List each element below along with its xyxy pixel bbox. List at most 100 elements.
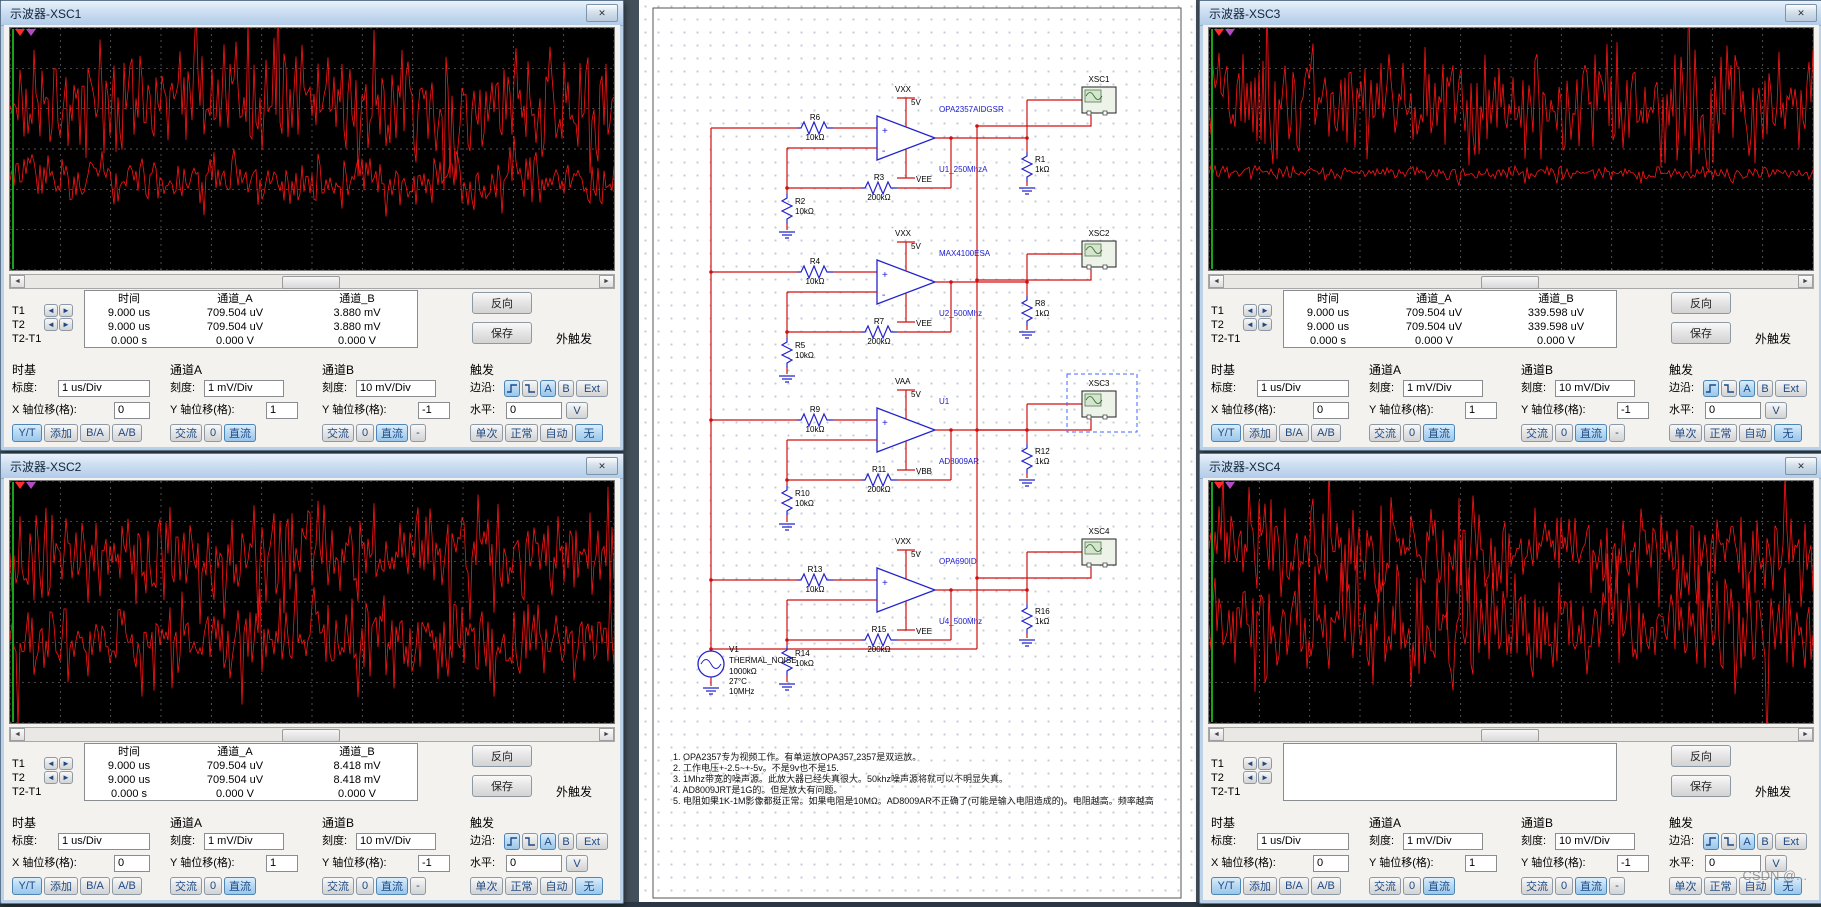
channel-b-coupling-button-3[interactable]: - xyxy=(1609,877,1625,895)
trigger-unit-button[interactable]: V xyxy=(566,402,588,419)
channel-b-ypos-input[interactable]: -1 xyxy=(418,855,450,872)
scroll-right-button[interactable]: ► xyxy=(599,728,614,741)
trigger-source-a-button[interactable]: A xyxy=(1739,833,1755,850)
resistor-R2[interactable] xyxy=(782,194,792,224)
rising-edge-button[interactable] xyxy=(1703,380,1719,397)
trigger-mode-button-3[interactable]: 无 xyxy=(575,424,603,442)
scroll-left-button[interactable]: ◄ xyxy=(1209,728,1224,741)
timebase-mode-button-2[interactable]: B/A xyxy=(80,424,110,442)
titlebar[interactable]: 示波器-XSC1✕ xyxy=(1,1,623,26)
cursor2-left-button[interactable]: ◄ xyxy=(44,771,58,784)
trigger-source-b-button[interactable]: B xyxy=(558,380,574,397)
timebase-scale-input[interactable]: 1 us/Div xyxy=(58,833,150,850)
trigger-mode-button-1[interactable]: 正常 xyxy=(1704,877,1737,895)
timebase-mode-button-0[interactable]: Y/T xyxy=(12,424,42,442)
scroll-right-button[interactable]: ► xyxy=(1798,275,1813,288)
channel-b-ypos-input[interactable]: -1 xyxy=(1617,855,1649,872)
cursor2-marker-icon[interactable] xyxy=(26,29,36,36)
trigger-mode-button-1[interactable]: 正常 xyxy=(505,424,538,442)
cursor2-right-button[interactable]: ► xyxy=(59,771,73,784)
channel-b-coupling-button-0[interactable]: 交流 xyxy=(1521,424,1553,442)
cursor1-left-button[interactable]: ◄ xyxy=(1243,304,1257,317)
trigger-mode-button-1[interactable]: 正常 xyxy=(1704,424,1737,442)
trigger-mode-button-1[interactable]: 正常 xyxy=(505,877,538,895)
falling-edge-button[interactable] xyxy=(522,380,538,397)
channel-a-ypos-input[interactable]: 1 xyxy=(266,402,298,419)
scrollbar-thumb[interactable] xyxy=(1481,276,1539,289)
cursor2-right-button[interactable]: ► xyxy=(1258,771,1272,784)
trigger-time-marker-icon[interactable] xyxy=(15,482,25,489)
channel-a-coupling-button-1[interactable]: 0 xyxy=(204,877,222,895)
trigger-level-input[interactable]: 0 xyxy=(506,855,562,872)
channel-b-coupling-button-1[interactable]: 0 xyxy=(1555,877,1573,895)
cursor2-marker-icon[interactable] xyxy=(1225,29,1235,36)
channel-b-coupling-button-2[interactable]: 直流 xyxy=(1575,877,1607,895)
channel-a-coupling-button-0[interactable]: 交流 xyxy=(170,424,202,442)
reverse-button[interactable]: 反向 xyxy=(472,292,532,314)
falling-edge-button[interactable] xyxy=(522,833,538,850)
channel-a-scale-input[interactable]: 1 mV/Div xyxy=(1403,833,1483,850)
timebase-mode-button-0[interactable]: Y/T xyxy=(1211,424,1241,442)
trigger-mode-button-0[interactable]: 单次 xyxy=(1669,424,1702,442)
timebase-xpos-input[interactable]: 0 xyxy=(1313,402,1349,419)
cursor1-right-button[interactable]: ► xyxy=(59,757,73,770)
channel-b-coupling-button-1[interactable]: 0 xyxy=(1555,424,1573,442)
scope-scrollbar[interactable]: ◄► xyxy=(9,274,615,289)
trigger-unit-button[interactable]: V xyxy=(566,855,588,872)
cursor2-left-button[interactable]: ◄ xyxy=(1243,318,1257,331)
channel-b-coupling-button-2[interactable]: 直流 xyxy=(1575,424,1607,442)
timebase-mode-button-3[interactable]: A/B xyxy=(1311,424,1341,442)
cursor2-left-button[interactable]: ◄ xyxy=(1243,771,1257,784)
scrollbar-thumb[interactable] xyxy=(282,729,340,742)
timebase-scale-input[interactable]: 1 us/Div xyxy=(1257,833,1349,850)
trigger-level-input[interactable]: 0 xyxy=(1705,402,1761,419)
trigger-time-marker-icon[interactable] xyxy=(1214,482,1224,489)
trigger-unit-button[interactable]: V xyxy=(1765,402,1787,419)
channel-b-coupling-button-1[interactable]: 0 xyxy=(356,877,374,895)
channel-a-scale-input[interactable]: 1 mV/Div xyxy=(1403,380,1483,397)
channel-a-coupling-button-0[interactable]: 交流 xyxy=(1369,877,1401,895)
timeline-cursor[interactable] xyxy=(12,29,14,269)
cursor1-right-button[interactable]: ► xyxy=(1258,304,1272,317)
reverse-button[interactable]: 反向 xyxy=(472,745,532,767)
trigger-mode-button-2[interactable]: 自动 xyxy=(1739,424,1772,442)
cursor1-left-button[interactable]: ◄ xyxy=(1243,757,1257,770)
timebase-mode-button-1[interactable]: 添加 xyxy=(1243,877,1277,895)
channel-a-coupling-button-1[interactable]: 0 xyxy=(1403,424,1421,442)
cursor1-right-button[interactable]: ► xyxy=(59,304,73,317)
timebase-scale-input[interactable]: 1 us/Div xyxy=(1257,380,1349,397)
cursor2-marker-icon[interactable] xyxy=(1225,482,1235,489)
channel-a-coupling-button-2[interactable]: 直流 xyxy=(1423,424,1455,442)
trigger-mode-button-0[interactable]: 单次 xyxy=(470,877,503,895)
timebase-scale-input[interactable]: 1 us/Div xyxy=(58,380,150,397)
falling-edge-button[interactable] xyxy=(1721,833,1737,850)
save-button[interactable]: 保存 xyxy=(1671,775,1731,797)
trigger-mode-button-3[interactable]: 无 xyxy=(575,877,603,895)
trigger-level-input[interactable]: 0 xyxy=(506,402,562,419)
rising-edge-button[interactable] xyxy=(504,380,520,397)
channel-a-ypos-input[interactable]: 1 xyxy=(1465,402,1497,419)
channel-b-coupling-button-0[interactable]: 交流 xyxy=(1521,877,1553,895)
channel-a-coupling-button-1[interactable]: 0 xyxy=(204,424,222,442)
titlebar[interactable]: 示波器-XSC4✕ xyxy=(1200,454,1821,479)
scope-scrollbar[interactable]: ◄► xyxy=(1208,727,1814,742)
timebase-mode-button-2[interactable]: B/A xyxy=(1279,877,1309,895)
scroll-right-button[interactable]: ► xyxy=(599,275,614,288)
channel-a-ypos-input[interactable]: 1 xyxy=(266,855,298,872)
trigger-time-marker-icon[interactable] xyxy=(1214,29,1224,36)
resistor-R1[interactable] xyxy=(1022,152,1032,182)
trigger-source-b-button[interactable]: B xyxy=(1757,833,1773,850)
trigger-mode-button-0[interactable]: 单次 xyxy=(470,424,503,442)
channel-b-ypos-input[interactable]: -1 xyxy=(1617,402,1649,419)
trigger-source-b-button[interactable]: B xyxy=(1757,380,1773,397)
channel-b-scale-input[interactable]: 10 mV/Div xyxy=(1555,833,1635,850)
channel-a-coupling-button-0[interactable]: 交流 xyxy=(1369,424,1401,442)
timebase-xpos-input[interactable]: 0 xyxy=(1313,855,1349,872)
trigger-source-ext-button[interactable]: Ext xyxy=(1775,380,1807,397)
scroll-left-button[interactable]: ◄ xyxy=(10,728,25,741)
rising-edge-button[interactable] xyxy=(1703,833,1719,850)
trigger-mode-button-2[interactable]: 自动 xyxy=(540,424,573,442)
channel-b-scale-input[interactable]: 10 mV/Div xyxy=(356,380,436,397)
trigger-source-ext-button[interactable]: Ext xyxy=(576,833,608,850)
resistor-R5[interactable] xyxy=(782,338,792,368)
